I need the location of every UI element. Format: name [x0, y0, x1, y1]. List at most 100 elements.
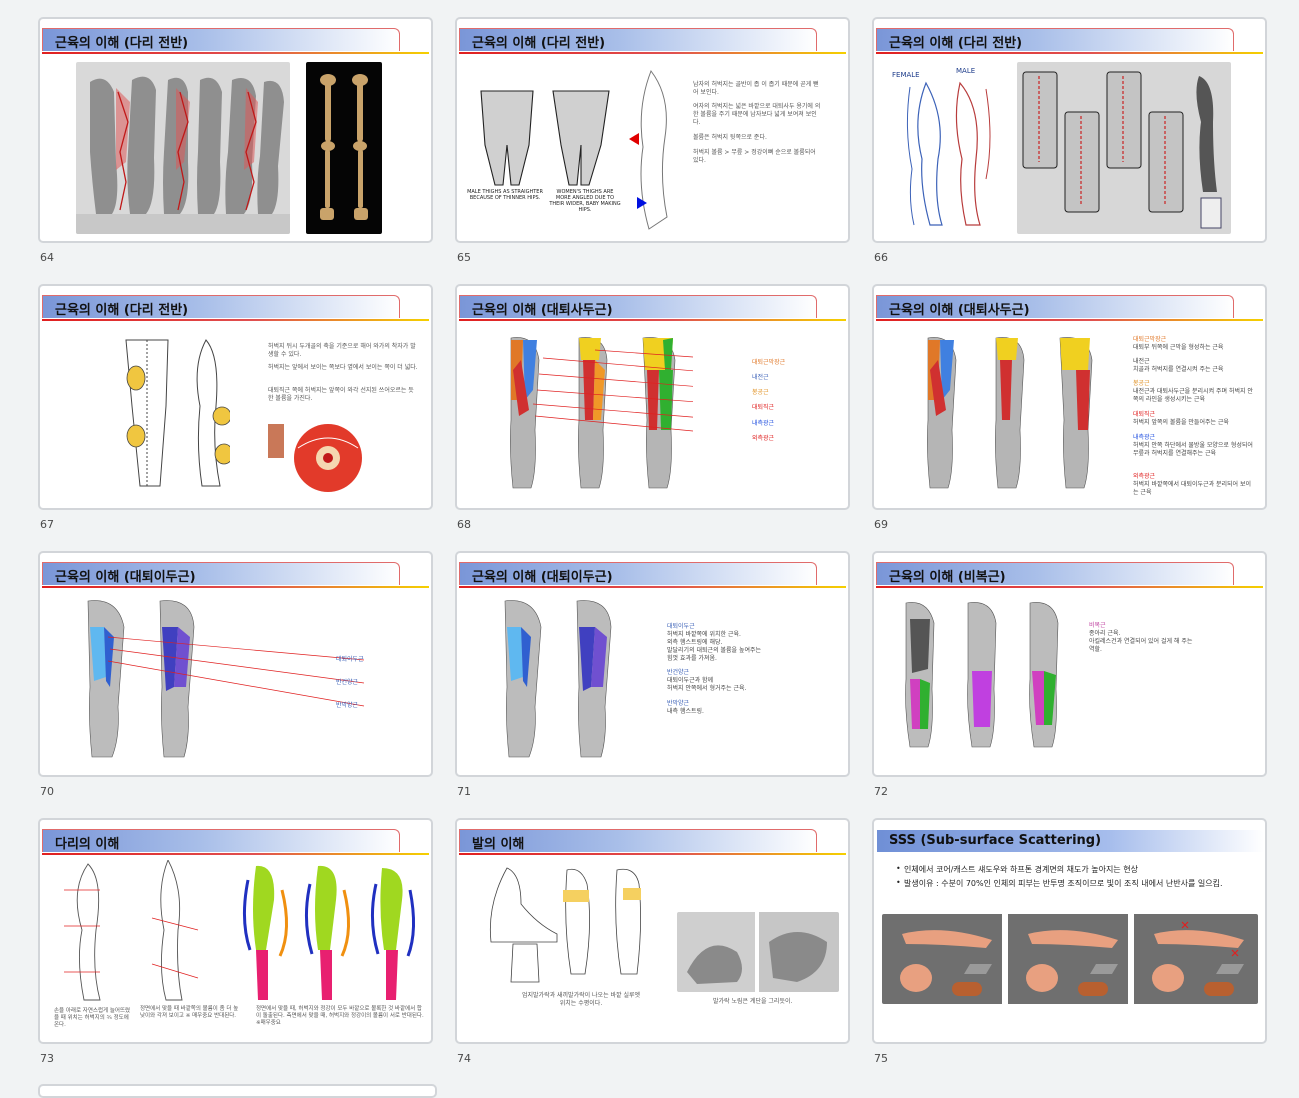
slide-number: 69: [874, 518, 888, 531]
slide-card[interactable]: 근육의 이해 (다리 전반) 허벅지 뒤시 두개골의 축을 기준으로 해어 와가…: [38, 284, 433, 510]
slide-card[interactable]: 근육의 이해 (비복근) 비복근 종아리 근육. 아킬레스건과 연결되어 있어 …: [872, 551, 1267, 777]
slide-card[interactable]: 근육의 이해 (대퇴사두근) 대퇴근막장근 대퇴부 뒤쪽에 근막을 형성하는 근…: [872, 284, 1267, 510]
title-underline: [876, 319, 1263, 321]
gastrocnemius-image: [905, 602, 1059, 748]
legend-desc: 힘껏 효과를 가져옴.: [667, 655, 717, 662]
leg-side-sketch: [629, 69, 668, 230]
slide-card[interactable]: 다리의 이해: [38, 818, 433, 1044]
slide-card[interactable]: SSS (Sub-surface Scattering) 인체에서 코어/캐스트…: [872, 818, 1267, 1044]
male-thigh-caption: MALE THIGHS AS STRAIGHTER BECAUSE OF THI…: [467, 189, 543, 201]
note-text: 허벅지 뒤시 두개골의 축을 기준으로 해어 와가의 착자가 발생할 수 있다.: [268, 343, 416, 358]
slide-number: 66: [874, 251, 888, 264]
legend-desc: 대퇴이두근과 함께: [667, 677, 714, 684]
slide-title: 근육의 이해 (다리 전반): [55, 36, 189, 51]
slide-thumbnail[interactable]: SSS (Sub-surface Scattering) 인체에서 코어/캐스트…: [872, 818, 1267, 1065]
legend-desc: 아킬레스건과 연결되어 있어 걸게 해 주는: [1089, 638, 1193, 645]
title-underline: [459, 586, 846, 588]
slide-title: 근육의 이해 (다리 전반): [55, 303, 189, 318]
leg-volume-sketch: [125, 339, 230, 487]
slide-title: 근육의 이해 (대퇴사두근): [472, 303, 613, 318]
slide-card[interactable]: 근육의 이해 (다리 전반) FEMALE MALE: [872, 17, 1267, 243]
legend-desc: 내측 햄스트링.: [667, 708, 704, 715]
note-text: 여자의 허벅지는 넓은 바깥으로 대퇴사두 용기에 의한 볼륨을 주기 때문에 …: [693, 103, 821, 126]
legend-item: 대퇴직근: [752, 404, 775, 411]
slide-title: SSS (Sub-surface Scattering): [889, 833, 1102, 848]
caption-text: 손을 아래로 자연스럽게 늘어뜨렸을 때 위치는 허벅지의 ¾ 정도에 온다.: [54, 1008, 131, 1028]
legend-item: 외측광근: [1133, 473, 1156, 480]
title-underline: [42, 319, 429, 321]
title-bar: 근육의 이해 (다리 전반): [876, 28, 1234, 51]
female-thigh-caption: WOMEN'S THIGHS ARE MORE ANGLED DUE TO TH…: [549, 189, 621, 213]
title-bar: 근육의 이해 (다리 전반): [42, 28, 400, 51]
slide-title: 근육의 이해 (다리 전반): [889, 36, 1023, 51]
note-text: 허벅지 볼륨 > 무릎 > 정강이뼈 순으로 볼륨되어 있다.: [693, 149, 816, 164]
title-bar: 근육의 이해 (다리 전반): [459, 28, 817, 51]
legend-item: 대퇴직근: [1133, 411, 1156, 418]
legend-desc: 허벅지 안쪽 하단에서 물방울 모양으로 형성되어 무릎과 허벅지를 연결해주는…: [1133, 442, 1253, 457]
slide-thumbnail[interactable]: 다리의 이해: [38, 818, 433, 1065]
slide-title: 근육의 이해 (대퇴이두근): [55, 570, 196, 585]
slide-title: 근육의 이해 (대퇴사두근): [889, 303, 1030, 318]
title-bar: SSS (Sub-surface Scattering): [876, 829, 1265, 852]
legend-desc: 허벅지 바깥쪽에 위치한 근육.: [667, 631, 741, 638]
note-text: 볼륨은 허벅지 뒷쪽으로 준다.: [693, 134, 767, 141]
slide-title: 근육의 이해 (다리 전반): [472, 36, 606, 51]
quadriceps-image: [510, 337, 693, 489]
slide-card[interactable]: 근육의 이해 (대퇴이두근) 대퇴이두근 반건양근 반막양근: [38, 551, 433, 777]
male-label: MALE: [956, 67, 976, 75]
note-text: 대퇴직근 쪽에 허벅지는 앞쪽이 와각 선지된 쓰어오르는 듯한 볼륨을 가진다…: [268, 387, 414, 402]
legend-item: 반막양근: [667, 700, 690, 707]
title-bar: 근육의 이해 (대퇴이두근): [459, 562, 817, 585]
slide-card[interactable]: 근육의 이해 (다리 전반): [38, 17, 433, 243]
slide-thumbnail[interactable]: 근육의 이해 (대퇴이두근) 대퇴이두근 반건양근 반막양근 70: [38, 551, 433, 798]
slide-card[interactable]: 근육의 이해 (대퇴사두근): [455, 284, 850, 510]
bullet-text: 인체에서 코어/캐스트 섀도우와 하프톤 경계면의 채도가 높아지는 현상: [896, 864, 1138, 875]
slide-title: 다리의 이해: [55, 837, 120, 852]
slide-card[interactable]: 근육의 이해 (대퇴이두근) 대퇴이두근 허벅지 바깥쪽에 위치한 근육. 외측…: [455, 551, 850, 777]
bullet-text: 발생이유 : 수분이 70%인 인체의 피부는 반투명 조직이므로 빛이 조직 …: [896, 878, 1222, 889]
slide-thumbnail[interactable]: 근육의 이해 (대퇴이두근) 대퇴이두근 허벅지 바깥쪽에 위치한 근육. 외측…: [455, 551, 850, 798]
slide-thumbnail[interactable]: 근육의 이해 (대퇴사두근) 대퇴근막장근 대퇴부 뒤쪽에 근막을 형성하는 근…: [872, 284, 1267, 531]
slide-title: 근육의 이해 (대퇴이두근): [472, 570, 613, 585]
legend-item: 비복근: [1089, 622, 1106, 629]
slide-number: 71: [457, 785, 471, 798]
caption-text: 정면에서 맞을 때 바깥쪽의 볼륨이 좀 더 높낮이와 각져 보이고 ※ 매우중…: [140, 1006, 239, 1019]
legend-desc: 허벅지 바깥쪽에서 대퇴이두근과 분리되어 보이는 근육: [1133, 481, 1252, 496]
legend-desc: 내전근과 대퇴사두근을 분리시켜 주며 허벅지 안쪽의 라인을 생성시키는 근육: [1133, 388, 1253, 403]
slide-card[interactable]: 발의 이해 엄지발가락과 새끼발가락이 나오는 바깥 실루엣 위치는 수평이다.…: [455, 818, 850, 1044]
foot-photo-image: [677, 912, 839, 992]
slide-number: 67: [40, 518, 54, 531]
title-underline: [42, 586, 429, 588]
slide-number: 72: [874, 785, 888, 798]
legend-desc: 허벅지 앞쪽의 볼륨을 만들어주는 근육: [1133, 419, 1229, 426]
legend-item: 봉공근: [1133, 380, 1150, 387]
legend-item: 봉공근: [752, 389, 769, 396]
title-underline: [459, 853, 846, 855]
slide-thumbnail[interactable]: 근육의 이해 (다리 전반) 허벅지 뒤시 두개골의 축을 기준으로 해어 와가…: [38, 284, 433, 531]
slide-thumbnail[interactable]: 발의 이해 엄지발가락과 새끼발가락이 나오는 바깥 실루엣 위치는 수평이다.…: [455, 818, 850, 1065]
slide-title: 근육의 이해 (비복근): [889, 570, 1006, 585]
leg-anatomy-image: [76, 62, 290, 234]
slide-thumbnail[interactable]: 근육의 이해 (비복근) 비복근 종아리 근육. 아킬레스건과 연결되어 있어 …: [872, 551, 1267, 798]
hamstring-image: [504, 600, 612, 758]
leg-understanding-sketches: [64, 860, 416, 1001]
slide-thumbnail[interactable]: 근육의 이해 (다리 전반) MALE THIGHS AS STRAIGHTER…: [455, 17, 850, 264]
slide-card[interactable]: 근육의 이해 (다리 전반) MALE THIGHS AS STRAIGHTER…: [455, 17, 850, 243]
legend-item: 대퇴근막장근: [1133, 336, 1167, 343]
quadriceps-image: [927, 337, 1093, 489]
hamstring-image: [87, 600, 365, 758]
slide-thumbnail[interactable]: 근육의 이해 (다리 전반): [38, 17, 433, 264]
title-bar: 근육의 이해 (다리 전반): [42, 295, 400, 318]
slide-thumbnail[interactable]: 근육의 이해 (대퇴사두근): [455, 284, 850, 531]
title-underline: [459, 52, 846, 54]
title-bar: 근육의 이해 (비복근): [876, 562, 1234, 585]
slide-thumbnail[interactable]: 근육의 이해 (다리 전반) FEMALE MALE: [872, 17, 1267, 264]
legend-desc: 역할.: [1089, 646, 1102, 653]
next-slide-peek[interactable]: [38, 1084, 437, 1098]
title-underline: [459, 319, 846, 321]
legend-item: 대퇴근막장근: [752, 359, 786, 366]
legend-item: 내전근: [752, 374, 769, 381]
title-bar: 근육의 이해 (대퇴이두근): [42, 562, 400, 585]
slide-number: 75: [874, 1052, 888, 1065]
